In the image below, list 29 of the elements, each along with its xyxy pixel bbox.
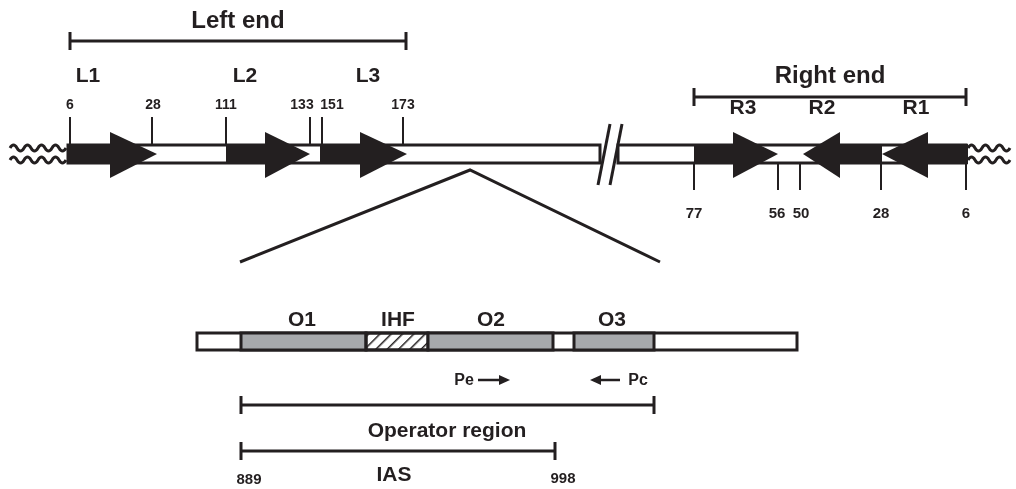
site-label: O1 [288,307,316,329]
site-label: IHF [381,307,415,329]
promoter-label: Pe [454,372,474,388]
element-label: R1 [902,95,930,117]
heading: Left end [191,8,285,32]
element-label: L3 [355,63,381,85]
position-number: 111 [215,97,237,111]
site-label: O2 [477,307,505,329]
element-label: L2 [232,63,258,85]
heading: Right end [774,63,886,87]
promoter-label: Pc [628,372,648,388]
position-number: 6 [961,204,971,220]
site-label: O3 [598,307,626,329]
position-number: 998 [550,469,576,485]
position-number: 173 [391,97,415,111]
element-label: R2 [808,95,836,117]
element-label: R3 [729,95,757,117]
position-number: 28 [145,97,161,111]
position-number: 133 [290,97,314,111]
element-label: L1 [75,63,101,85]
region-label: IAS [376,462,412,484]
position-number: 50 [792,204,810,220]
position-number: 6 [66,97,74,111]
position-number: 889 [236,470,262,486]
position-number: 56 [768,204,786,220]
position-number: 151 [320,97,344,111]
position-number: 77 [685,204,703,220]
region-label: Operator region [367,418,527,440]
position-number: 28 [872,204,890,220]
